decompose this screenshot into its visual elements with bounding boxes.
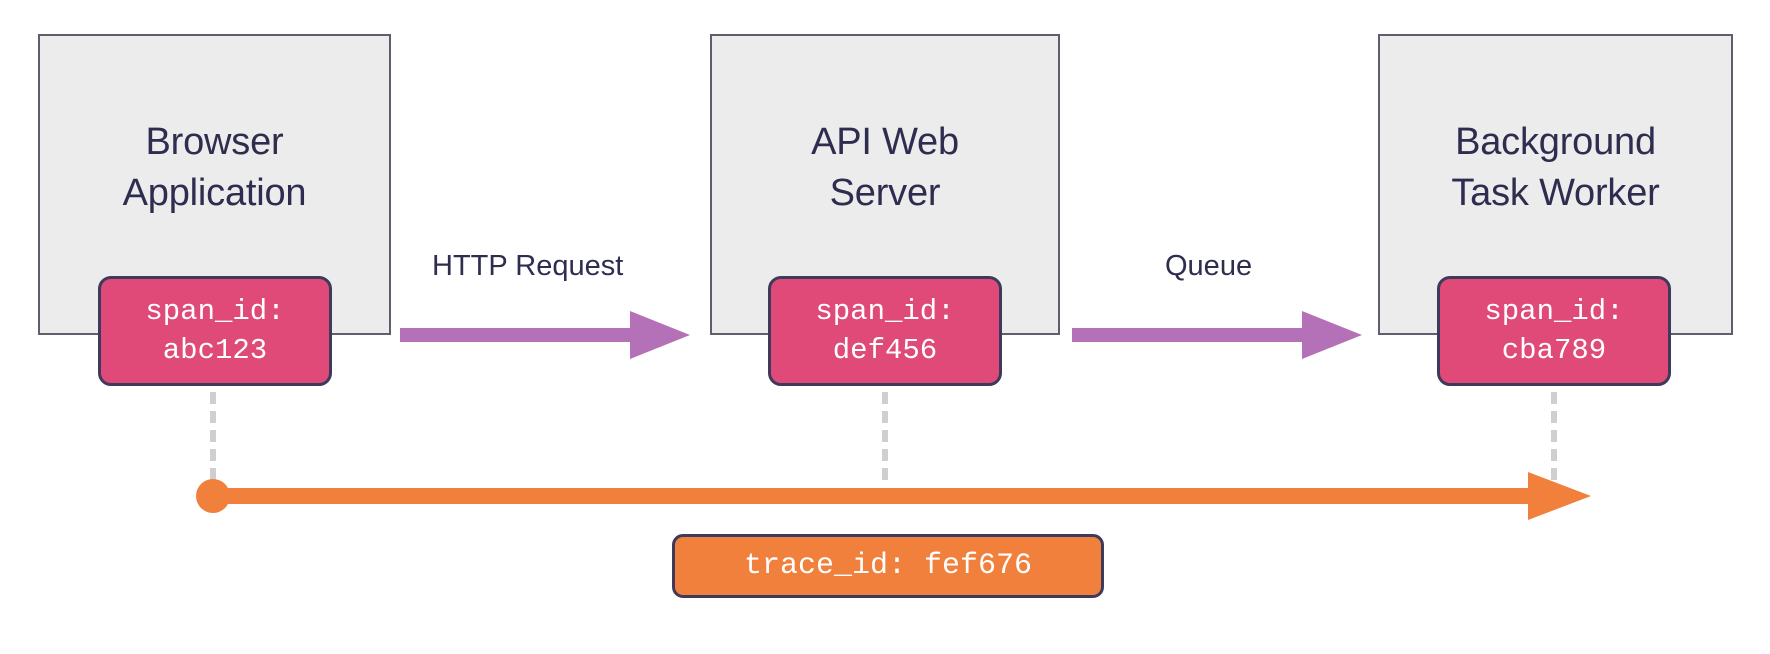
span-badge-label-abc123: span_id: abc123 <box>145 294 285 367</box>
trace-connector-api <box>882 392 888 480</box>
span-badge-abc123[interactable]: span_id: abc123 <box>98 276 332 386</box>
trace-connector-browser <box>210 392 216 480</box>
flow-arrow-http-request <box>400 311 690 359</box>
edge-label-queue: Queue <box>1165 250 1253 282</box>
trace-arrowhead-icon <box>1528 472 1591 520</box>
service-title-api: API Web Server <box>811 120 959 214</box>
span-badge-def456[interactable]: span_id: def456 <box>768 276 1002 386</box>
trace-id-label: trace_id: fef676 <box>743 549 1033 583</box>
span-badge-label-def456: span_id: def456 <box>815 294 955 367</box>
trace-line-shaft <box>213 488 1535 504</box>
span-badge-label-cba789: span_id: cba789 <box>1484 294 1624 367</box>
trace-connector-worker <box>1551 392 1557 480</box>
span-badge-cba789[interactable]: span_id: cba789 <box>1437 276 1671 386</box>
trace-id-badge[interactable]: trace_id: fef676 <box>672 534 1104 598</box>
trace-timeline-arrow <box>196 472 1591 520</box>
flow-arrow-queue <box>1072 311 1362 359</box>
service-title-browser: Browser Application <box>122 120 307 214</box>
edge-label-http-request: HTTP Request <box>432 250 624 282</box>
service-title-worker: Background Task Worker <box>1451 120 1660 214</box>
